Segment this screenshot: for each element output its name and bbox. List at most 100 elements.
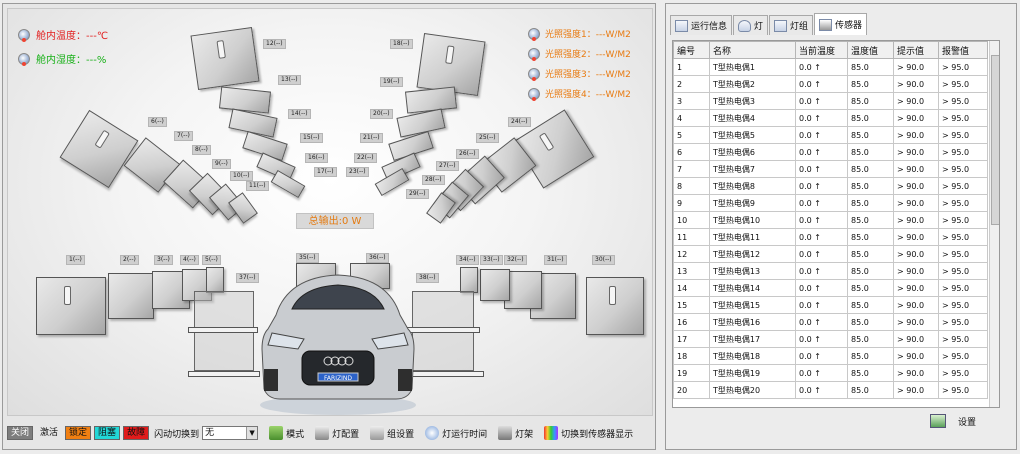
status-active[interactable]: 激活	[40, 428, 59, 438]
table-cell: > 95.0	[938, 126, 988, 144]
table-header-cell[interactable]: 当前温度	[795, 41, 848, 59]
lamp-label-4: 4(--)	[180, 255, 199, 265]
tab-run-info[interactable]: 运行信息	[670, 15, 733, 35]
table-cell: 85.0	[847, 109, 894, 127]
light-sensor-3: 光照强度3：---W/M2	[528, 67, 631, 81]
lamp-2[interactable]	[108, 273, 154, 319]
table-cell: 2	[673, 75, 710, 93]
table-cell: 5	[673, 126, 710, 144]
table-cell: 0.0 ↑	[795, 126, 848, 144]
table-cell: > 90.0	[893, 92, 939, 110]
lamp-32[interactable]	[504, 271, 542, 309]
mode-button[interactable]: 模式	[269, 426, 304, 440]
status-fault[interactable]: 故障	[123, 426, 150, 440]
lamp-12[interactable]	[190, 26, 260, 91]
table-cell: 4	[673, 109, 710, 127]
table-cell: 0.0 ↑	[795, 228, 848, 246]
light-runtime-button[interactable]: 灯运行时间	[425, 426, 487, 440]
switch-sensor-button[interactable]: 切换到传感器显示	[544, 426, 633, 440]
status-blocked[interactable]: 阻塞	[94, 426, 121, 440]
lamp-6[interactable]	[59, 109, 139, 189]
table-cell: 0.0 ↑	[795, 347, 848, 365]
lamp-label-11: 11(--)	[246, 181, 269, 191]
tab-lights[interactable]: 灯	[733, 15, 769, 35]
table-header-cell[interactable]: 温度值	[847, 41, 894, 59]
table-scrollbar[interactable]	[989, 41, 999, 407]
table-cell: T型热电偶14	[709, 279, 796, 297]
headphones-icon	[498, 426, 513, 440]
lamp-30[interactable]	[586, 277, 644, 335]
tab-sensors[interactable]: 传感器	[814, 13, 868, 35]
mode-icon	[269, 426, 284, 440]
light-rack-button[interactable]: 灯架	[498, 426, 533, 440]
table-cell: T型热电偶17	[709, 330, 796, 348]
table-cell: > 95.0	[938, 245, 988, 263]
lamp-label-31: 31(--)	[544, 255, 567, 265]
bulb-icon	[738, 19, 752, 32]
lamp-33[interactable]	[480, 269, 510, 301]
table-cell: 85.0	[847, 177, 894, 195]
table-cell: > 95.0	[938, 58, 988, 76]
group-setup-label: 组设置	[387, 429, 415, 440]
table-cell: T型热电偶19	[709, 364, 796, 382]
lamp-13[interactable]	[218, 86, 272, 114]
lamp-1[interactable]	[36, 277, 106, 335]
lamp-label-18: 18(--)	[390, 39, 413, 49]
tab-light-groups[interactable]: 灯组	[769, 15, 814, 35]
table-cell: 0.0 ↑	[795, 75, 848, 93]
lamp-label-36: 36(--)	[366, 253, 389, 263]
lamp-label-23: 23(--)	[346, 167, 369, 177]
table-cell: T型热电偶20	[709, 381, 796, 399]
table-header-cell[interactable]: 名称	[709, 41, 796, 59]
lamp-label-37: 37(--)	[236, 273, 259, 283]
table-cell: 17	[673, 330, 710, 348]
table-cell: T型热电偶12	[709, 245, 796, 263]
cabin-temperature-label: 舱内温度：---℃	[36, 31, 109, 42]
table-cell: > 95.0	[938, 143, 988, 161]
table-cell: 85.0	[847, 381, 894, 399]
lamp-label-2: 2(--)	[120, 255, 139, 265]
table-cell: 0.0 ↑	[795, 143, 848, 161]
settings-button[interactable]: 设置	[930, 414, 976, 428]
flash-switch-select[interactable]: 无▼	[202, 426, 259, 440]
table-cell: 0.0 ↑	[795, 279, 848, 297]
table-cell: 10	[673, 211, 710, 229]
table-header-cell[interactable]: 报警值	[938, 41, 988, 59]
lamp-label-8: 8(--)	[192, 145, 211, 155]
scrollbar-thumb[interactable]	[991, 55, 999, 225]
status-off[interactable]: 关闭	[7, 426, 34, 440]
lamp-5[interactable]	[206, 267, 224, 293]
table-cell: T型热电偶9	[709, 194, 796, 212]
group-setup-button[interactable]: 组设置	[370, 426, 414, 440]
light-config-label: 灯配置	[332, 429, 360, 440]
cabin-humidity: 舱内湿度：---%	[18, 51, 106, 66]
lamp-34[interactable]	[460, 267, 478, 293]
table-header-cell[interactable]: 提示值	[893, 41, 939, 59]
total-output: 总输出:0 W	[296, 213, 374, 229]
light-config-button[interactable]: 灯配置	[315, 426, 359, 440]
table-header-cell[interactable]: 编号	[673, 41, 710, 59]
table-cell: 19	[673, 364, 710, 382]
lamp-label-10: 10(--)	[230, 171, 253, 181]
status-locked[interactable]: 锁定	[65, 426, 92, 440]
